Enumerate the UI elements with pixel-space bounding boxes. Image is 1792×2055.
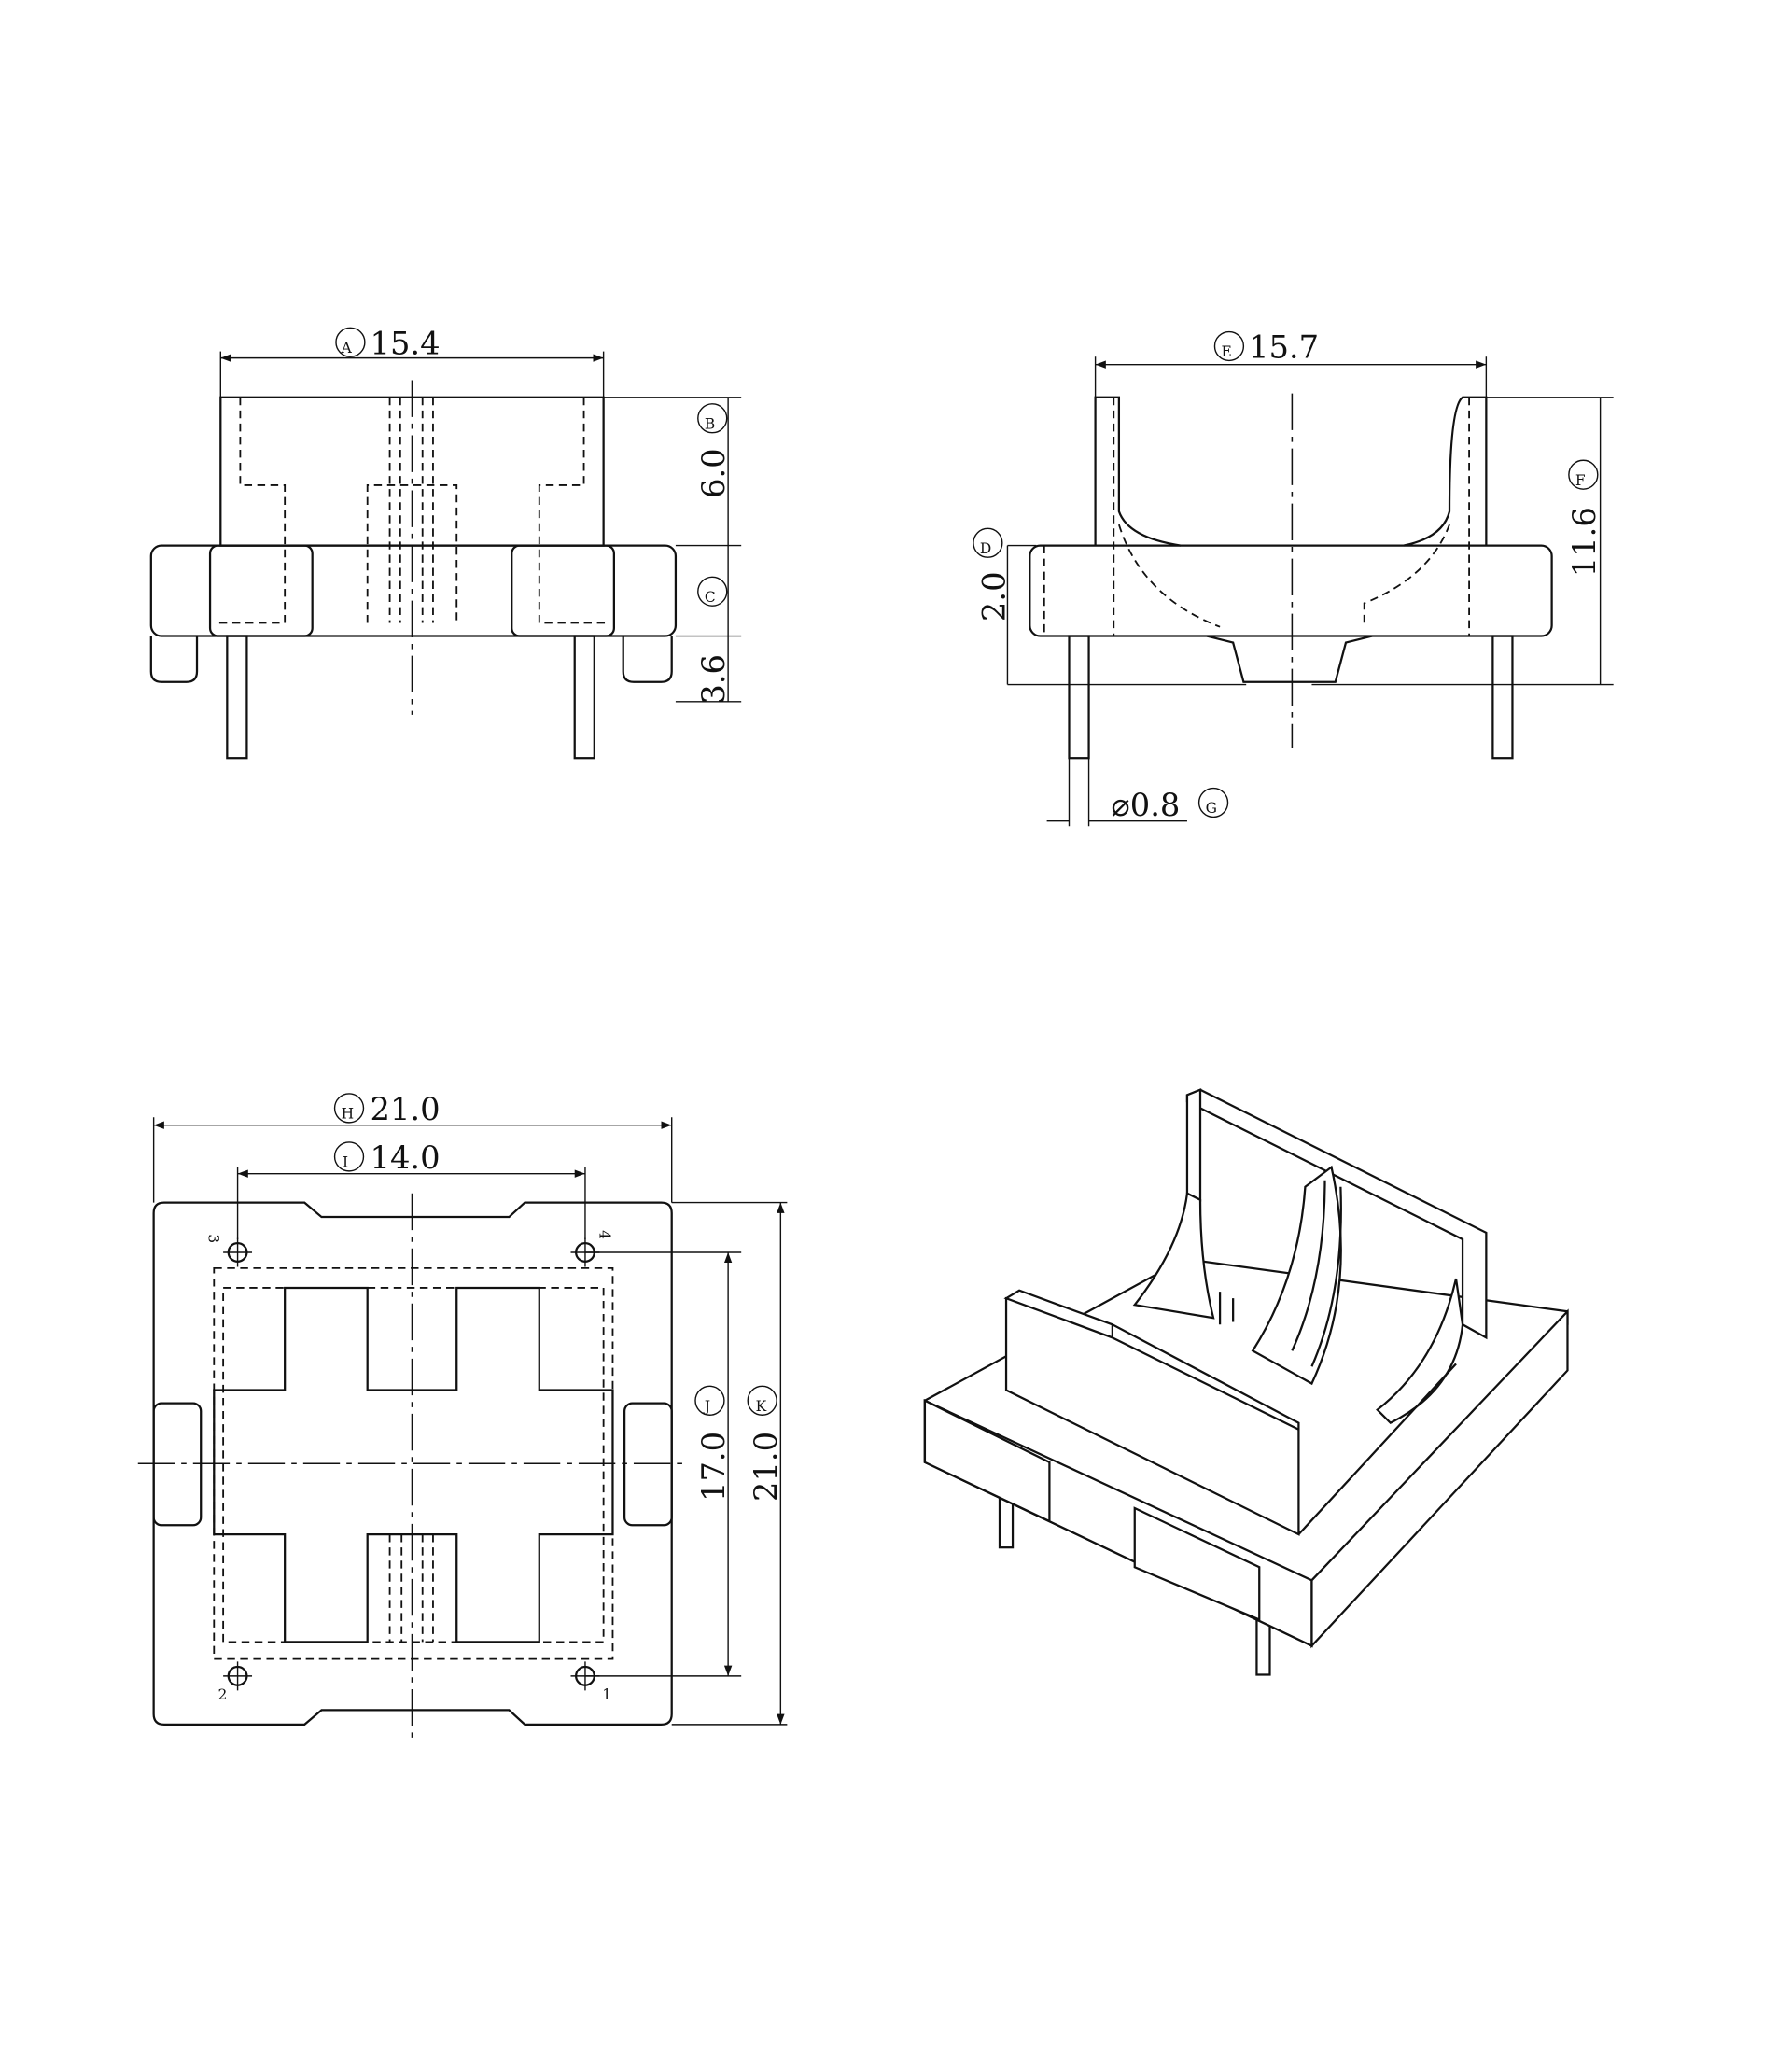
label-b: B bbox=[705, 416, 715, 433]
side-view: E 15.7 F 11.6 D 2.0 ⌀0.8 G bbox=[973, 329, 1614, 827]
top-view: H 21.0 I 14.0 3 4 2 1 J 17.0 K 21.0 bbox=[137, 1091, 788, 1738]
label-e: E bbox=[1221, 343, 1231, 360]
label-f: F bbox=[1575, 472, 1586, 489]
dimension-b: 6.0 bbox=[695, 448, 732, 498]
dimension-h: 21.0 bbox=[371, 1091, 441, 1127]
label-d: D bbox=[980, 540, 991, 557]
label-h: H bbox=[342, 1106, 354, 1123]
label-c: C bbox=[705, 589, 716, 606]
dimension-i: 14.0 bbox=[371, 1139, 441, 1176]
label-j: J bbox=[703, 1398, 710, 1415]
label-i: I bbox=[343, 1154, 348, 1171]
pin-label-3: 3 bbox=[205, 1234, 222, 1243]
label-a: A bbox=[341, 340, 353, 356]
front-view: A 15.4 B 6.0 C 3.6 bbox=[149, 325, 742, 760]
dimension-f: 11.6 bbox=[1566, 507, 1603, 577]
dimension-d: 2.0 bbox=[976, 571, 1013, 622]
pin-label-1: 1 bbox=[602, 1686, 611, 1703]
dimension-g: ⌀0.8 bbox=[1111, 787, 1180, 823]
label-g: G bbox=[1206, 800, 1217, 817]
isometric-view bbox=[923, 1088, 1569, 1676]
dimension-a: 15.4 bbox=[371, 325, 441, 361]
dimension-c: 3.6 bbox=[695, 654, 732, 705]
pin-label-2: 2 bbox=[217, 1686, 227, 1703]
dimension-e: 15.7 bbox=[1249, 329, 1319, 366]
dimension-k: 21.0 bbox=[748, 1432, 784, 1502]
label-k: K bbox=[756, 1398, 767, 1415]
callout-a bbox=[335, 327, 366, 357]
pin-label-4: 4 bbox=[595, 1230, 612, 1239]
dimension-j: 17.0 bbox=[695, 1432, 732, 1502]
